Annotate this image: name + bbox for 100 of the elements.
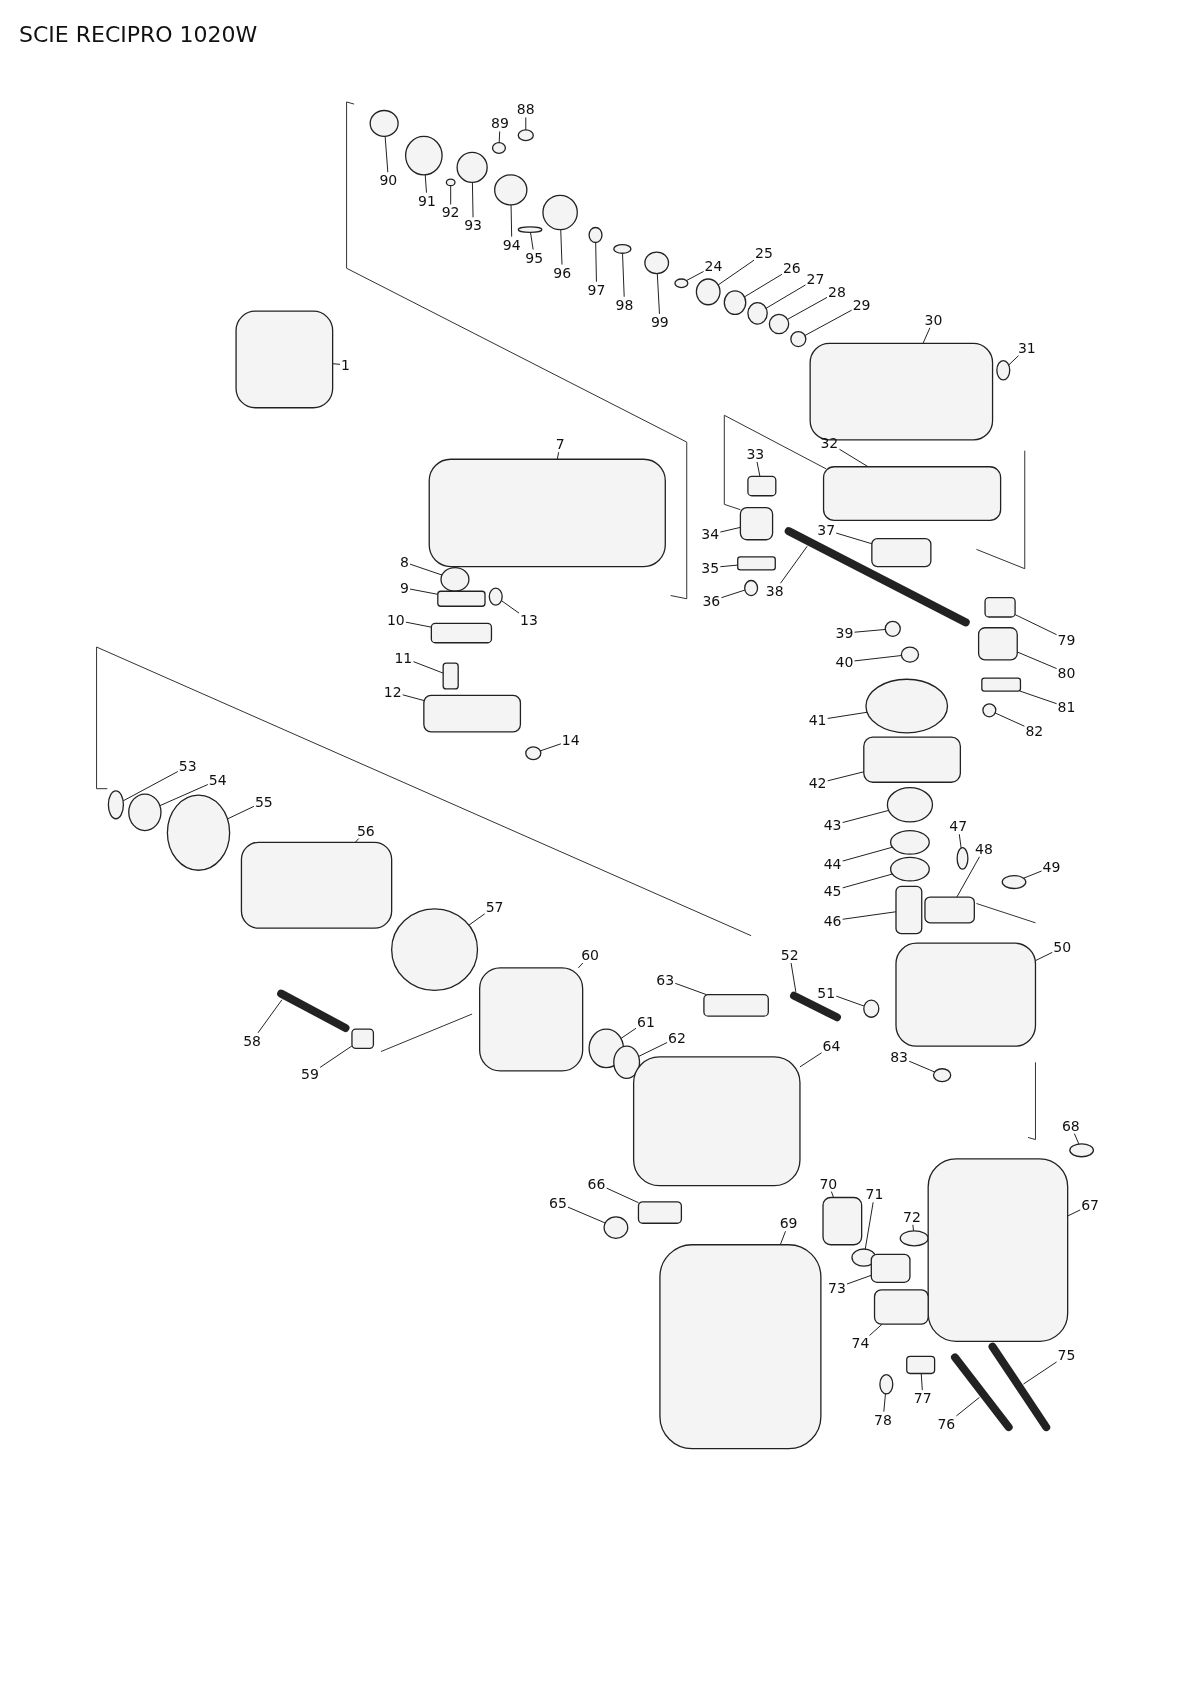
callout-number: 40 [834, 654, 855, 671]
leader-line [786, 296, 828, 320]
leader-line [719, 564, 739, 568]
leader-line [1073, 1133, 1080, 1145]
callout-number: 77 [912, 1390, 933, 1407]
leader-line [498, 130, 501, 144]
callout-number: 80 [1056, 664, 1077, 681]
leader-line [471, 181, 474, 218]
part-drawing [863, 736, 961, 783]
leader-line [835, 995, 865, 1007]
callout-number: 56 [355, 822, 376, 839]
callout-number: 68 [1060, 1117, 1081, 1134]
leader-line [854, 628, 886, 633]
leader-line [424, 174, 427, 194]
leader-line [804, 309, 853, 336]
part-drawing [445, 178, 456, 187]
callout-number: 37 [816, 522, 837, 539]
leader-line [790, 962, 797, 993]
leader-line [1008, 355, 1019, 366]
leader-line [799, 1052, 823, 1068]
callout-number: 78 [873, 1411, 893, 1428]
callout-number: 88 [515, 101, 536, 118]
leader-line [622, 252, 625, 298]
part-drawing [235, 310, 334, 409]
leader-line [994, 712, 1025, 727]
callout-number: 26 [781, 260, 802, 277]
part-drawing [744, 579, 759, 597]
part-drawing [456, 151, 488, 184]
part-drawing [695, 278, 721, 306]
leader-line [743, 273, 783, 298]
leader-line [846, 1274, 872, 1285]
part-drawing [924, 896, 975, 924]
leader-line [556, 451, 560, 460]
leader-line [842, 873, 893, 889]
part-drawing [889, 829, 930, 855]
leader-line [958, 833, 962, 849]
part-drawing [391, 908, 479, 992]
leader-line [956, 856, 980, 898]
leader-line [827, 771, 865, 782]
leader-line [830, 1191, 835, 1198]
part-drawing [437, 590, 486, 607]
leader-line [620, 1027, 637, 1039]
leader-line [409, 588, 439, 595]
leader-line [842, 809, 890, 824]
callout-number: 48 [973, 840, 994, 857]
part-drawing [900, 646, 920, 663]
callout-number: 82 [1024, 722, 1045, 739]
leader-line [719, 526, 741, 533]
leader-line [595, 242, 597, 283]
callout-number: 11 [393, 649, 414, 666]
callout-number: 43 [822, 817, 843, 834]
leader-line [500, 600, 520, 614]
callout-number: 30 [923, 311, 944, 328]
callout-number: 55 [253, 793, 274, 810]
callout-number: 49 [1041, 859, 1062, 875]
leader-line [122, 771, 179, 802]
part-drawing [479, 967, 584, 1072]
callout-number: 31 [1016, 339, 1037, 356]
leader-line [412, 661, 444, 674]
part-drawing [906, 1355, 936, 1375]
leader-line [332, 363, 341, 365]
part-drawing [739, 506, 774, 541]
part-drawing [895, 942, 1037, 1047]
callout-number: 44 [822, 855, 843, 872]
part-drawing [166, 794, 231, 871]
part-drawing [977, 627, 1018, 661]
leader-line [838, 448, 869, 468]
callout-number: 13 [519, 612, 539, 629]
part-drawing [369, 109, 399, 137]
leader-line [257, 999, 283, 1034]
part-drawing [1069, 1143, 1095, 1158]
callout-number: 53 [177, 758, 198, 775]
part-drawing [491, 142, 507, 155]
leader-line [869, 1323, 883, 1336]
callout-number: 47 [948, 818, 969, 835]
callout-number: 12 [382, 684, 403, 701]
callout-number: 46 [822, 912, 843, 929]
part-drawing [737, 556, 776, 571]
callout-number: 73 [826, 1279, 847, 1296]
part-drawing [784, 527, 970, 627]
part-drawing [637, 1201, 683, 1224]
part-drawing [895, 885, 923, 935]
part-drawing [107, 790, 125, 820]
leader-line [920, 1373, 923, 1391]
callout-number: 75 [1056, 1347, 1077, 1364]
part-drawing [703, 994, 769, 1017]
part-drawing [588, 226, 603, 244]
part-drawing [613, 1045, 641, 1080]
part-drawing [747, 301, 768, 325]
leader-line [835, 532, 873, 545]
part-drawing [440, 567, 470, 592]
callout-number: 61 [635, 1013, 656, 1030]
callout-number: 60 [580, 947, 600, 963]
leader-line [685, 270, 705, 282]
callout-number: 90 [378, 172, 399, 189]
part-drawing [674, 278, 689, 289]
callout-number: 64 [821, 1038, 842, 1055]
callout-number: 41 [807, 712, 828, 728]
part-drawing [747, 475, 777, 497]
leader-line [717, 259, 755, 286]
